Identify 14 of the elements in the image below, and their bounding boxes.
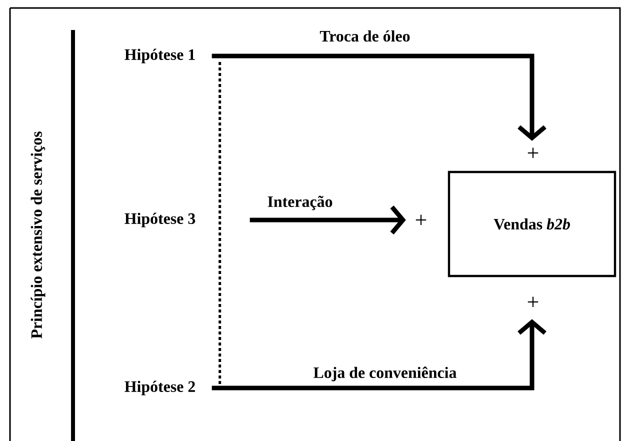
arrow xyxy=(250,206,406,234)
edge-label: Interação xyxy=(266,194,334,212)
edge-label: Loja de conveniência xyxy=(312,366,458,382)
hypothesis-label: Hipótese 1 xyxy=(124,48,195,64)
hypothesis-label: Hipótese 3 xyxy=(124,212,196,228)
edge-label: Troca de óleo xyxy=(318,29,412,43)
side-title: Princípio extensivo de serviços xyxy=(30,132,46,339)
arrow xyxy=(212,319,546,390)
plus-sign: + xyxy=(528,148,538,158)
plus-sign: + xyxy=(528,296,538,307)
arrow xyxy=(212,54,546,141)
process-box: Vendas b2b xyxy=(448,170,616,278)
plus-sign: + xyxy=(416,214,426,225)
hypothesis-label: Hipótese 2 xyxy=(124,380,195,396)
